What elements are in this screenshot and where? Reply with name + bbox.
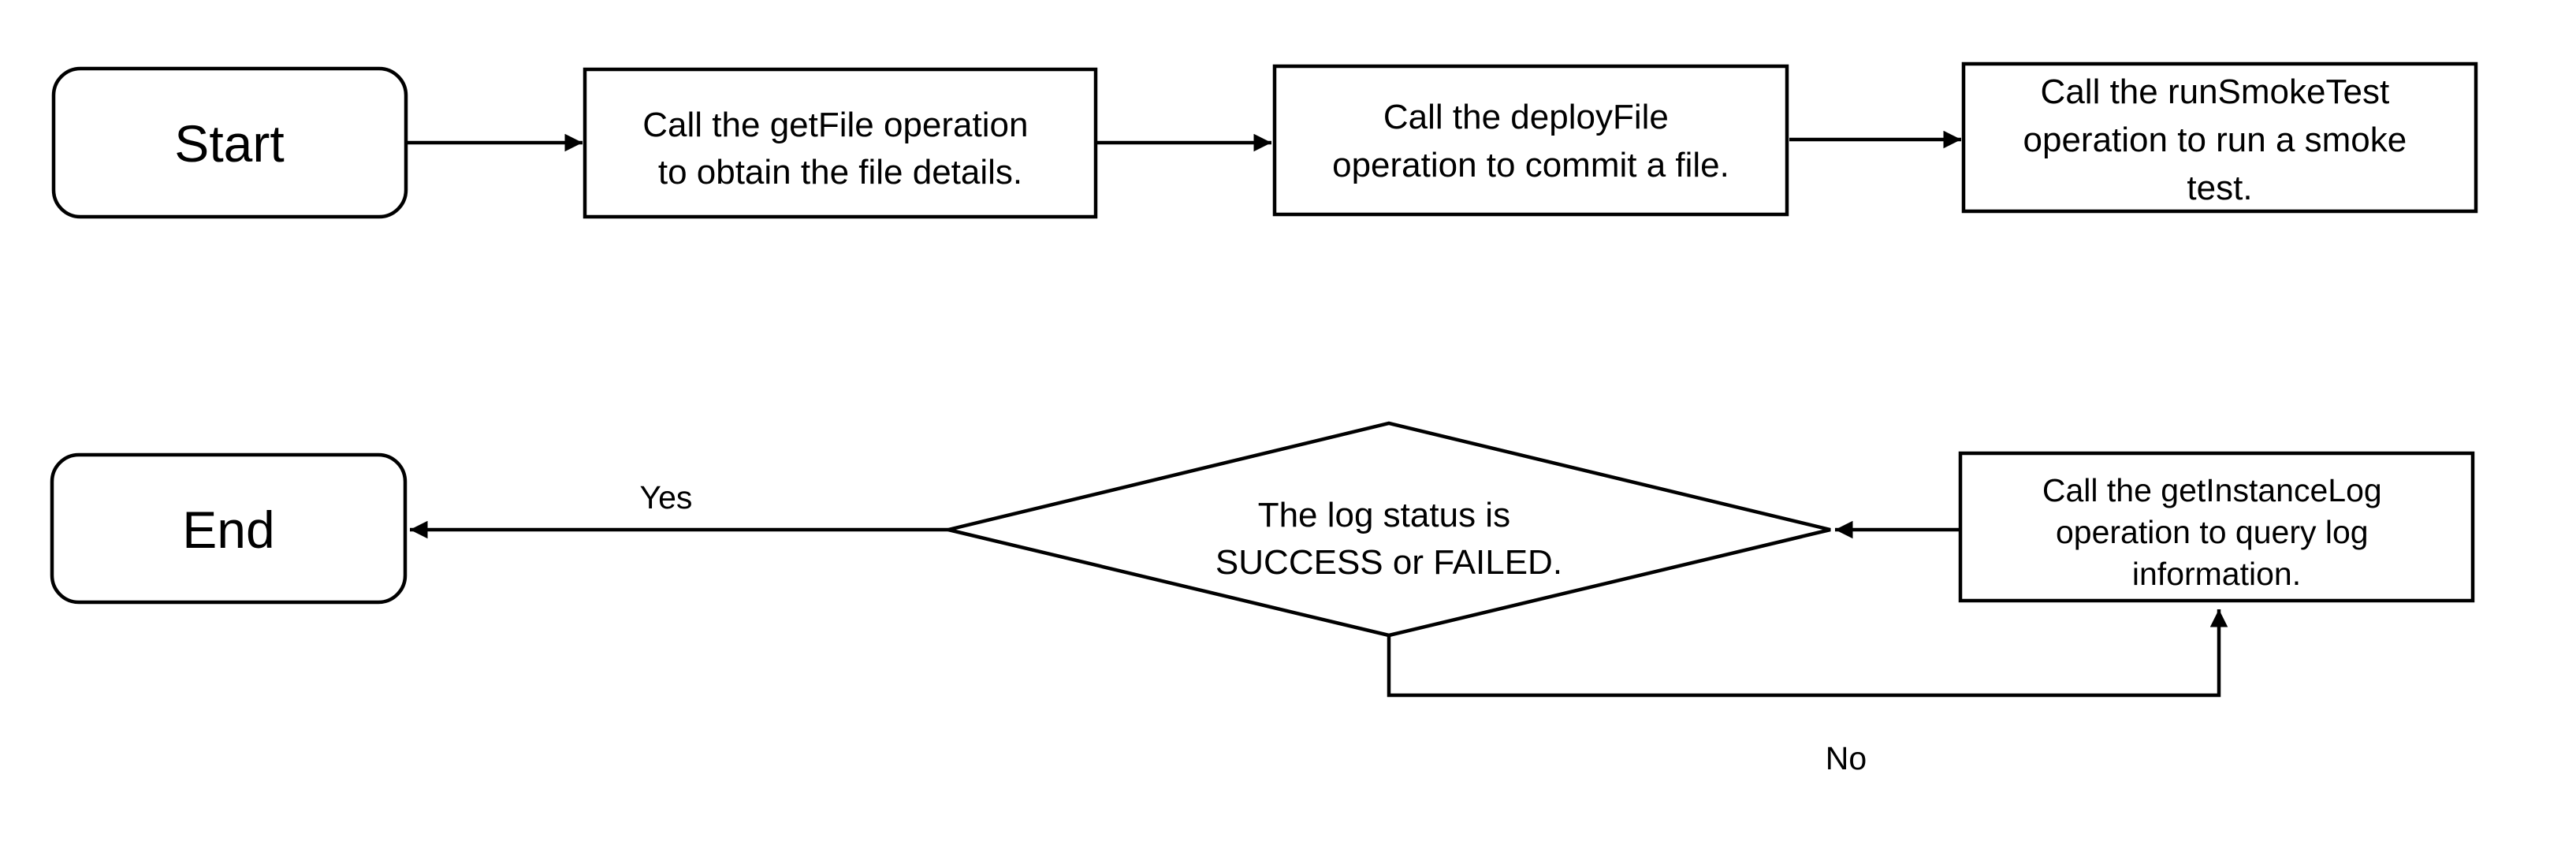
run-smoke-test-line-3: test. (2187, 169, 2252, 207)
run-smoke-test-line-2: operation to run a smoke (2023, 121, 2407, 159)
decision-line-2: SUCCESS or FAILED. (1215, 543, 1562, 582)
deploy-file-line-1: Call the deployFile (1383, 98, 1669, 136)
edge-decision-no-loop (1387, 609, 2228, 698)
deploy-file-line-2: operation to commit a file. (1332, 146, 1729, 184)
svg-text:Call the getFile operation: Call the getFile operation to obtain the… (642, 106, 1037, 192)
decision-line-1: The log status is (1258, 496, 1510, 534)
svg-text:The log status is SUCCES: The log status is SUCCESS or FAILED. (1215, 496, 1562, 582)
svg-text:Call the runSmokeTest op: Call the runSmokeTest operation to run a… (2023, 73, 2417, 207)
process-deploy-file: Call the deployFile operation to commit … (1272, 64, 1789, 217)
decision-log-status: The log status is SUCCESS or FAILED. (947, 421, 1831, 638)
svg-text:Call the deployFile oper: Call the deployFile operation to commit … (1332, 98, 1729, 184)
run-smoke-test-line-1: Call the runSmokeTest (2041, 73, 2390, 111)
get-instance-log-line-1: Call the getInstanceLog (2042, 472, 2382, 508)
edge-label-yes: Yes (640, 479, 693, 516)
start-label: Start (174, 114, 284, 173)
end-label: End (182, 501, 274, 559)
get-instance-log-line-2: operation to query log (2056, 514, 2369, 550)
process-get-file: Call the getFile operation to obtain the… (583, 67, 1098, 219)
get-file-line-2: to obtain the file details. (658, 153, 1022, 192)
edge-label-no: No (1826, 740, 1867, 776)
process-get-instance-log: Call the getInstanceLog operation to que… (1958, 451, 2475, 603)
start-node: Start (51, 66, 408, 219)
get-file-line-1: Call the getFile operation (642, 106, 1028, 144)
process-run-smoke-test: Call the runSmokeTest operation to run a… (1961, 61, 2478, 214)
end-node: End (50, 452, 408, 605)
svg-text:Call the getInstanceLog: Call the getInstanceLog operation to que… (2042, 472, 2391, 592)
get-instance-log-line-3: information. (2132, 556, 2301, 592)
